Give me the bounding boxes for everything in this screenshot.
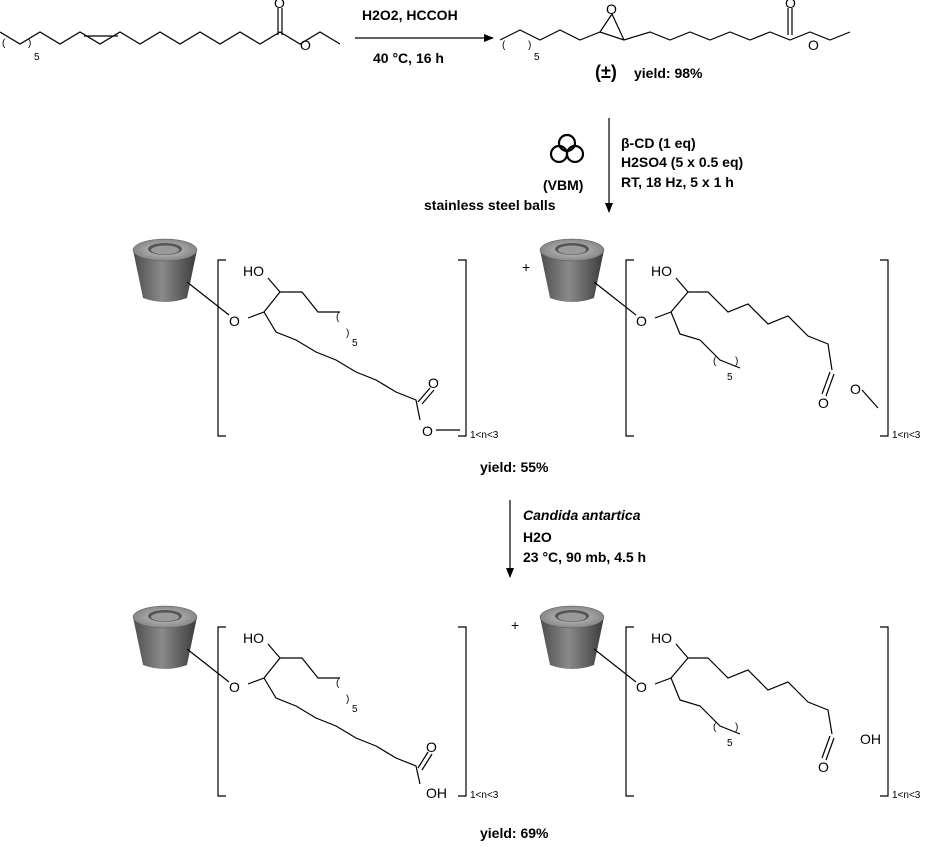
acid-carbonyl-o-r: O — [818, 759, 829, 775]
ball-mill-icon — [549, 133, 585, 164]
product-ester-left: O HO O O ( ) 5 1<n<3 — [132, 238, 499, 441]
bracket-index-r: 1<n<3 — [892, 430, 921, 441]
hydroxyl-acid-r: HO — [651, 630, 672, 646]
paren-open: ( — [336, 312, 340, 323]
acid-bracket-index: 1<n<3 — [470, 790, 499, 801]
product-acid-right: O HO O OH ( ) 5 1<n<3 — [539, 605, 921, 801]
bracket-index: 1<n<3 — [470, 430, 499, 441]
acid-oh: OH — [426, 785, 447, 801]
hydroxyl-label: HO — [243, 263, 264, 279]
step3-conditions: 23 °C, 90 mb, 4.5 h — [523, 549, 646, 565]
step2-conditions: RT, 18 Hz, 5 x 1 h — [621, 174, 734, 190]
product-ester-right: O HO O O ( ) 5 1<n<3 — [539, 238, 921, 441]
paren-close-r: ) — [735, 356, 738, 367]
methyl-oleate-structure: O O ( ) 5 — [0, 0, 341, 63]
ether-oxygen-label-r: O — [636, 313, 647, 329]
ether-oxygen-label: O — [229, 313, 240, 329]
paren-open-r: ( — [713, 356, 717, 367]
step1-yield: yield: 98% — [634, 65, 703, 81]
step3-enzyme: Candida antartica — [523, 507, 641, 523]
acid-oh-r: OH — [860, 731, 881, 747]
step3-yield: yield: 69% — [480, 825, 549, 841]
hydroxyl-acid: HO — [243, 630, 264, 646]
ester-o: O — [422, 423, 433, 439]
paren-close: ) — [28, 38, 31, 49]
ether-oxygen-acid-r: O — [636, 679, 647, 695]
epoxide-paren-close: ) — [528, 40, 531, 51]
epoxide-chain-count: 5 — [534, 52, 540, 63]
step1-reagent-line: H2O2, HCCOH — [362, 7, 458, 23]
chain-count-label: 5 — [34, 52, 40, 63]
step2-reagent-1: β-CD (1 eq) — [621, 135, 696, 151]
acid-chain-count-r: 5 — [727, 738, 733, 749]
epoxide-carbonyl-oxygen: O — [785, 0, 796, 11]
step1-conditions: 40 °C, 16 h — [373, 50, 444, 66]
ester-o-r: O — [850, 381, 861, 397]
epoxide-structure: O O O ( ) 5 (±) yield: 98% — [499, 0, 851, 82]
carbonyl-o-r: O — [818, 395, 829, 411]
step3-solvent: H2O — [523, 529, 552, 545]
chain-count-r: 5 — [727, 372, 733, 383]
carbonyl-o: O — [428, 375, 439, 391]
paren-open: ( — [2, 38, 6, 49]
acid-chain-count: 5 — [352, 704, 358, 715]
epoxide-oxygen-label: O — [606, 1, 617, 17]
ester-oxygen-label: O — [300, 37, 311, 53]
reaction-arrow-1: H2O2, HCCOH 40 °C, 16 h — [355, 7, 494, 66]
acid-paren-close: ) — [346, 694, 349, 705]
chain-count: 5 — [352, 338, 358, 349]
acid-paren-open-r: ( — [713, 722, 717, 733]
stereo-mark: (±) — [595, 62, 617, 82]
media-label: stainless steel balls — [424, 197, 556, 213]
reaction-arrow-2: (VBM) stainless steel balls β-CD (1 eq) … — [424, 118, 743, 213]
acid-bracket-index-r: 1<n<3 — [892, 790, 921, 801]
acid-carbonyl-o: O — [426, 739, 437, 755]
epoxide-ester-oxygen: O — [808, 37, 819, 53]
acid-paren-open: ( — [336, 678, 340, 689]
step2-yield: yield: 55% — [480, 459, 549, 475]
epoxide-paren-open: ( — [502, 40, 506, 51]
plus-sign-1: + — [522, 259, 530, 275]
plus-sign-2: + — [511, 617, 519, 633]
product-acid-left: O HO O OH ( ) 5 1<n<3 — [132, 605, 499, 801]
mill-label: (VBM) — [543, 177, 583, 193]
acid-paren-close-r: ) — [735, 722, 738, 733]
hydroxyl-label-r: HO — [651, 263, 672, 279]
step2-reagent-2: H2SO4 (5 x 0.5 eq) — [621, 154, 743, 170]
reaction-arrow-3: Candida antartica H2O 23 °C, 90 mb, 4.5 … — [506, 500, 646, 578]
carbonyl-oxygen-label: O — [274, 0, 285, 11]
ether-oxygen-acid: O — [229, 679, 240, 695]
paren-close: ) — [346, 328, 349, 339]
